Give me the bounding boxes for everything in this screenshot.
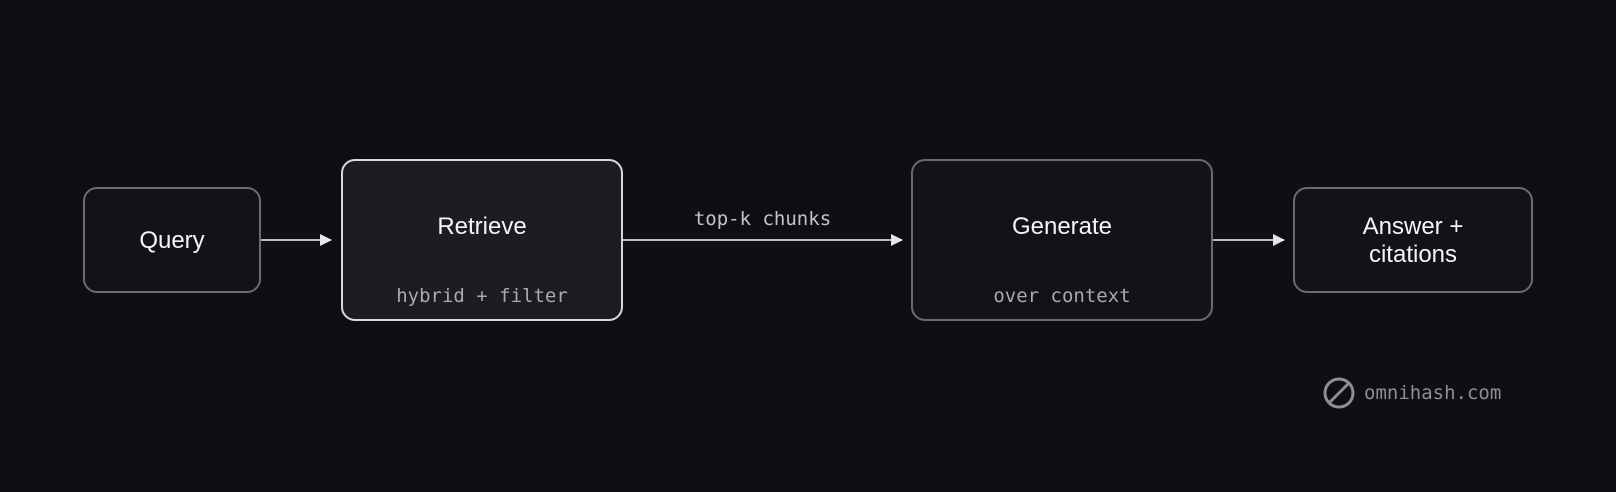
answer-node-title-line1: Answer + <box>1362 213 1464 240</box>
edge-label-top-k-chunks: top-k chunks <box>693 208 832 230</box>
retrieve-node-subtitle: hybrid + filter <box>396 285 568 307</box>
slashed-circle-logo-icon <box>1323 377 1355 409</box>
query-node: Query <box>83 187 261 293</box>
answer-node: Answer + citations <box>1293 187 1533 293</box>
brand-watermark: omnihash.com <box>1322 376 1501 410</box>
retrieve-node: Retrieve hybrid + filter <box>341 159 623 321</box>
brand-text: omnihash.com <box>1364 382 1502 404</box>
query-node-title: Query <box>139 227 205 254</box>
generate-node-subtitle: over context <box>993 285 1131 307</box>
answer-node-title-line2: citations <box>1368 241 1458 268</box>
generate-node: Generate over context <box>911 159 1213 321</box>
retrieve-node-title: Retrieve <box>437 213 527 240</box>
generate-node-title: Generate <box>1011 213 1113 240</box>
